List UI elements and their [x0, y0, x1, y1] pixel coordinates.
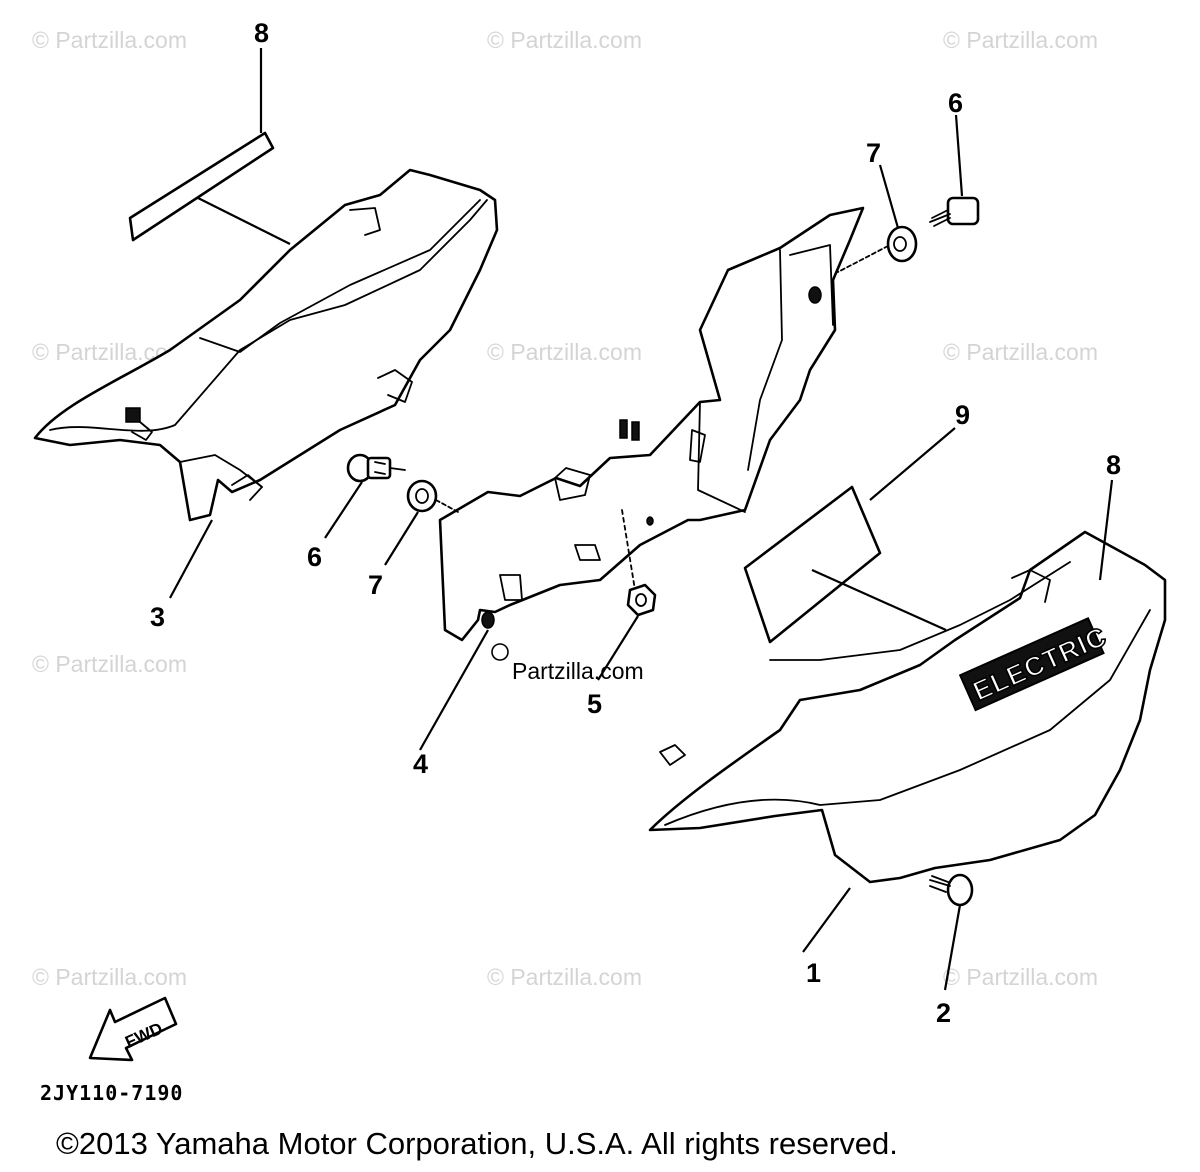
- watermark-copyright-symbol: [491, 643, 509, 661]
- callout-6-left[interactable]: 6: [307, 542, 322, 572]
- copyright-notice: ©2013 Yamaha Motor Corporation, U.S.A. A…: [56, 1126, 898, 1161]
- watermark: © Partzilla.com: [487, 339, 642, 365]
- watermark: © Partzilla.com: [487, 27, 642, 53]
- callout-1[interactable]: 1: [806, 958, 821, 988]
- watermark: © Partzilla.com: [943, 339, 1098, 365]
- part-5-nut[interactable]: [626, 583, 657, 617]
- callout-6-right[interactable]: 6: [948, 88, 963, 118]
- callout-8-left[interactable]: 8: [254, 18, 269, 48]
- watermark-center: Partzilla.com: [512, 658, 644, 684]
- callout-4[interactable]: 4: [413, 749, 428, 779]
- part-3-side-cover-left[interactable]: [33, 168, 499, 522]
- part-6-screw-left[interactable]: [346, 453, 406, 483]
- callout-2[interactable]: 2: [936, 998, 951, 1028]
- part-4-bracket[interactable]: [438, 206, 865, 642]
- part-8-decal-left[interactable]: [128, 131, 275, 242]
- watermark: © Partzilla.com: [943, 964, 1098, 990]
- part-9-decal-right[interactable]: [743, 485, 882, 644]
- part-1-side-cover-right[interactable]: ELECTRIC: [648, 530, 1167, 884]
- callout-9[interactable]: 9: [955, 400, 970, 430]
- callouts: 1 2 3 4 5 6 6 7 7 8 8 9: [150, 18, 1121, 1028]
- callout-8-right[interactable]: 8: [1106, 450, 1121, 480]
- callout-5[interactable]: 5: [587, 689, 602, 719]
- part-7-grommet-left[interactable]: [406, 479, 459, 513]
- watermark: © Partzilla.com: [32, 964, 187, 990]
- watermark: © Partzilla.com: [32, 651, 187, 677]
- watermark: © Partzilla.com: [943, 27, 1098, 53]
- callout-7-left[interactable]: 7: [368, 570, 383, 600]
- leader-lines: [169, 48, 1114, 991]
- fwd-arrow: FWD: [88, 996, 178, 1062]
- callout-3[interactable]: 3: [150, 602, 165, 632]
- watermark: © Partzilla.com: [487, 964, 642, 990]
- part-2-screw[interactable]: [929, 873, 974, 907]
- part-6-screw-right[interactable]: [929, 196, 980, 227]
- callout-7-right[interactable]: 7: [866, 138, 881, 168]
- part-7-grommet-right[interactable]: [837, 225, 918, 273]
- watermark: © Partzilla.com: [32, 27, 187, 53]
- diagram-code: 2JY110-7190: [40, 1081, 183, 1105]
